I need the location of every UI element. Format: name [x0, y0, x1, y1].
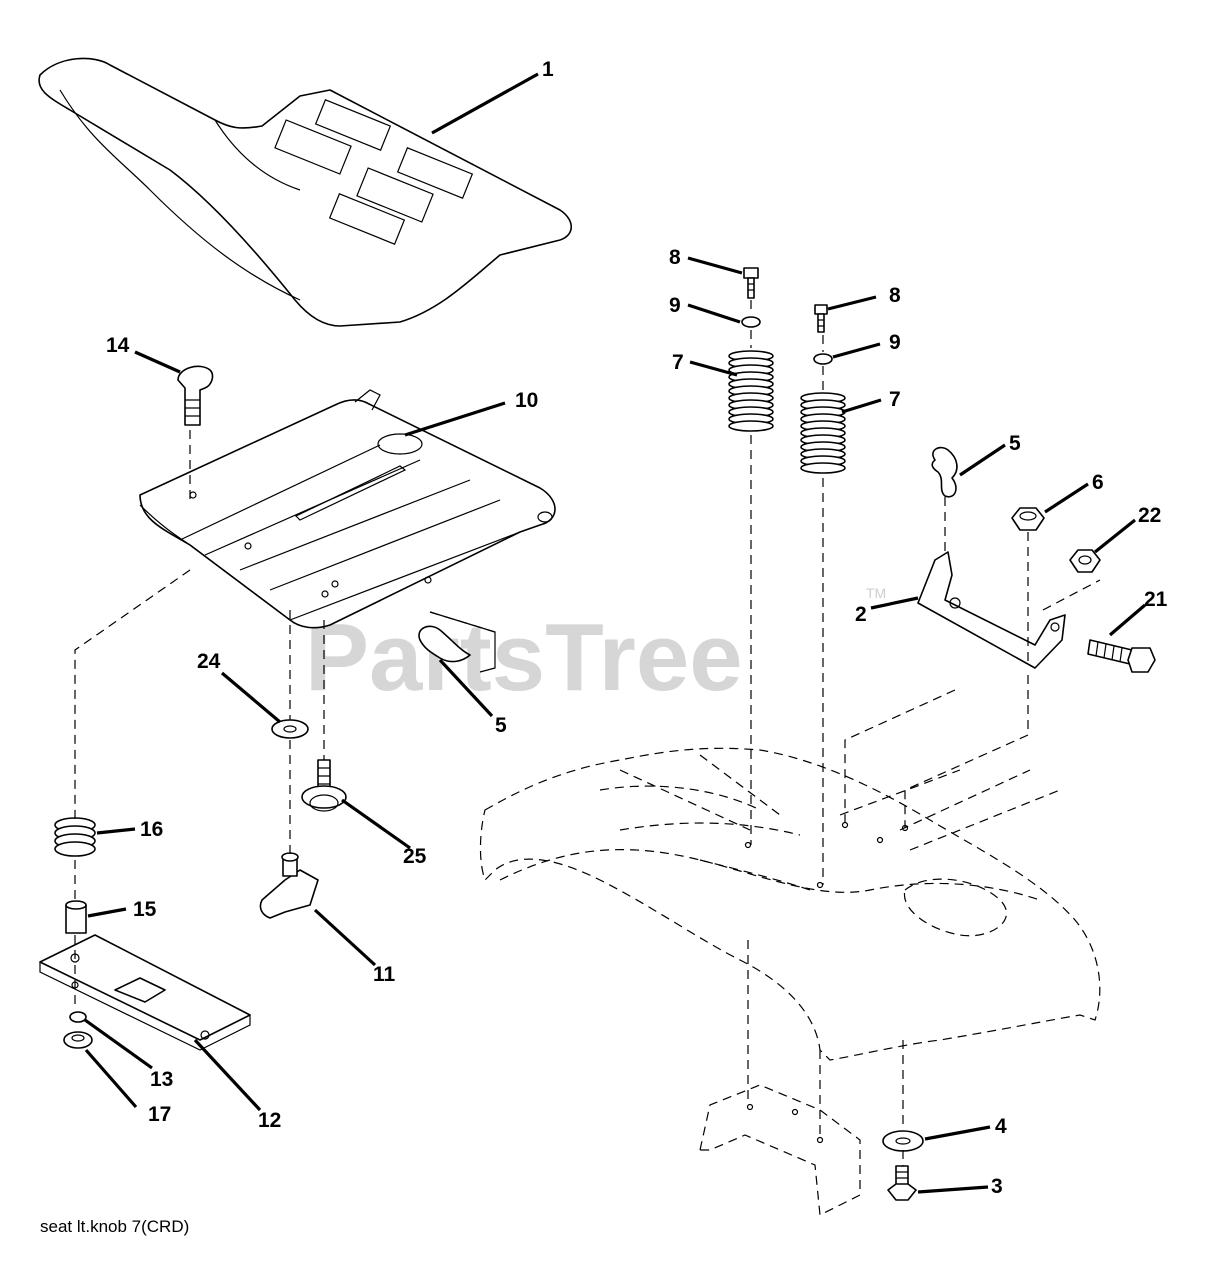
washer-4-part	[882, 1130, 924, 1152]
washer-24-part	[271, 719, 309, 739]
bolt-8b-part	[814, 304, 828, 333]
seat-clip-right-part	[931, 446, 958, 498]
callout-8-left: 8	[669, 246, 681, 269]
nut-22-part	[1069, 549, 1101, 573]
watermark-trademark: TM	[866, 585, 886, 601]
bolt-21-part	[1087, 639, 1156, 673]
callout-12: 12	[258, 1109, 281, 1132]
callout-15: 15	[133, 898, 157, 921]
callout-2: 2	[855, 603, 867, 626]
callout-5-left: 5	[495, 714, 507, 737]
bolt-3-part	[887, 1165, 917, 1201]
knob-11-part	[259, 852, 319, 919]
callout-22: 22	[1138, 504, 1161, 527]
spacer-15-part	[65, 900, 87, 934]
callout-21: 21	[1144, 588, 1168, 611]
bolt-8a-part	[743, 267, 759, 299]
washer-9a-part	[741, 316, 761, 328]
callout-6: 6	[1092, 471, 1104, 494]
callout-leaders	[84, 72, 1147, 1194]
spring-7a-part	[728, 350, 774, 432]
callout-7-right: 7	[889, 388, 901, 411]
seat-part	[38, 57, 573, 327]
locknut-17-part	[63, 1031, 93, 1049]
callout-9-left: 9	[669, 294, 681, 317]
washer-9b-part	[813, 353, 833, 365]
callout-14: 14	[106, 334, 130, 357]
seat-bracket-2-part	[917, 551, 1066, 669]
callout-3: 3	[991, 1175, 1003, 1198]
callout-7-left: 7	[672, 351, 684, 374]
nut-13-part	[69, 1011, 87, 1023]
callout-9-right: 9	[889, 331, 901, 354]
watermark-text: PartsTree	[305, 604, 743, 711]
bracket-12-part	[39, 934, 251, 1051]
callout-16: 16	[140, 818, 163, 841]
callout-17: 17	[148, 1103, 171, 1126]
callout-8-right: 8	[889, 284, 901, 307]
callout-13: 13	[150, 1068, 173, 1091]
spring-16-part	[54, 817, 96, 857]
callout-11: 11	[373, 963, 396, 986]
callout-25: 25	[403, 845, 427, 868]
nut-6-part	[1011, 507, 1045, 531]
seat-pan-part	[139, 389, 556, 629]
callout-24: 24	[197, 650, 221, 673]
callout-1: 1	[542, 58, 554, 81]
spring-7b-part	[800, 392, 846, 474]
assembly-lines	[74, 300, 1101, 1166]
diagram-caption: seat lt.knob 7(CRD)	[40, 1217, 189, 1236]
callout-5-right: 5	[1009, 432, 1021, 455]
callout-numbers: 1 14 10 24 5 25 16 15 11 13 17 12 8 9 7 …	[106, 58, 1168, 1198]
tractor-fender-part	[479, 747, 1101, 1216]
shoulder-bolt-part	[301, 759, 347, 812]
callout-10: 10	[515, 389, 538, 412]
carriage-bolt-part	[177, 365, 214, 426]
callout-4: 4	[995, 1115, 1007, 1138]
